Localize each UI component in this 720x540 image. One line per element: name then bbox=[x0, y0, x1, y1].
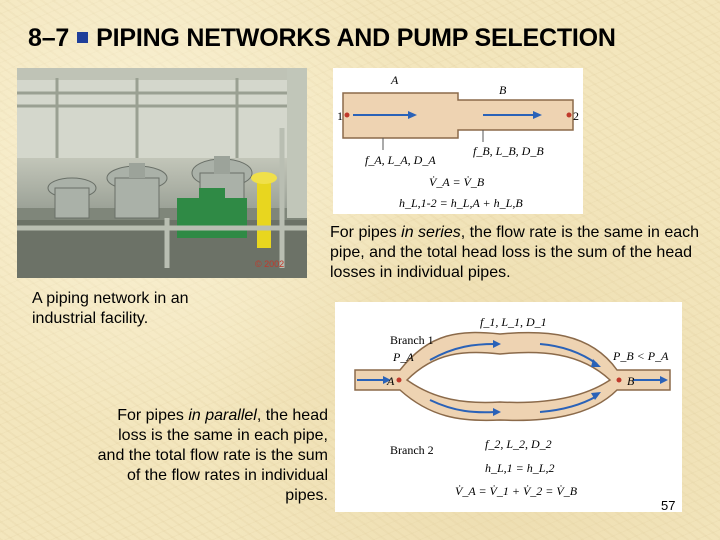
pressure-a-label: P_A bbox=[392, 350, 414, 364]
series-text-start: For pipes bbox=[330, 224, 401, 241]
series-point-1: 1 bbox=[337, 109, 343, 123]
series-pipes-figure: 1 2 A B f_A, L_A, D_A f_B, L_B, D_B V̇_A… bbox=[333, 68, 583, 214]
branch-2-label: Branch 2 bbox=[390, 443, 434, 457]
parallel-description: For pipes in parallel, the head loss is … bbox=[95, 406, 328, 506]
photo-caption-line-1: A piping network in an bbox=[32, 289, 252, 309]
series-params-a: f_A, L_A, D_A bbox=[365, 153, 436, 167]
point-1-marker bbox=[345, 113, 350, 118]
photo-caption-line-2: industrial facility. bbox=[32, 309, 252, 329]
series-flow-equation: V̇_A = V̇_B bbox=[429, 175, 485, 189]
point-a-marker bbox=[397, 378, 402, 383]
series-loss-equation: h_L,1-2 = h_L,A + h_L,B bbox=[399, 196, 523, 210]
branch-1-params: f_1, L_1, D_1 bbox=[480, 315, 547, 329]
photo-illustration: © 2002 bbox=[17, 68, 307, 278]
parallel-text-start: For pipes bbox=[117, 407, 188, 424]
slide-title: PIPING NETWORKS AND PUMP SELECTION bbox=[96, 24, 616, 52]
series-params-b: f_B, L_B, D_B bbox=[473, 144, 544, 158]
parallel-point-a: A bbox=[386, 374, 395, 388]
slide-title-bar: 8–7 PIPING NETWORKS AND PUMP SELECTION bbox=[28, 24, 616, 53]
series-description: For pipes in series, the flow rate is th… bbox=[330, 223, 700, 283]
industrial-facility-photo: © 2002 bbox=[17, 68, 307, 278]
series-pipe-a-label: A bbox=[390, 73, 399, 87]
branch-2-params: f_2, L_2, D_2 bbox=[485, 437, 552, 451]
page-number: 57 bbox=[661, 498, 675, 513]
parallel-flow-equation: V̇_A = V̇_1 + V̇_2 = V̇_B bbox=[455, 484, 578, 498]
parallel-pipes-figure: A B Branch 1 P_A P_B < P_A f_1, L_1, D_1… bbox=[335, 302, 682, 512]
section-number: 8–7 bbox=[28, 24, 69, 52]
series-pipe-b-label: B bbox=[499, 83, 507, 97]
series-point-2: 2 bbox=[573, 109, 579, 123]
photo-caption: A piping network in an industrial facili… bbox=[32, 289, 252, 329]
square-bullet-icon bbox=[77, 32, 88, 43]
photo-copyright: © 2002 bbox=[255, 259, 284, 269]
pressure-comparison: P_B < P_A bbox=[612, 349, 669, 363]
series-text-emphasis: in series bbox=[401, 224, 461, 241]
parallel-text-emphasis: in parallel bbox=[188, 407, 256, 424]
series-pipes-diagram: 1 2 A B f_A, L_A, D_A f_B, L_B, D_B V̇_A… bbox=[333, 68, 583, 214]
parallel-loss-equation: h_L,1 = h_L,2 bbox=[485, 461, 554, 475]
parallel-pipes-diagram: A B Branch 1 P_A P_B < P_A f_1, L_1, D_1… bbox=[335, 302, 682, 512]
point-2-marker bbox=[567, 113, 572, 118]
branch-1-label: Branch 1 bbox=[390, 333, 434, 347]
parallel-point-b: B bbox=[627, 374, 635, 388]
point-b-marker bbox=[617, 378, 622, 383]
